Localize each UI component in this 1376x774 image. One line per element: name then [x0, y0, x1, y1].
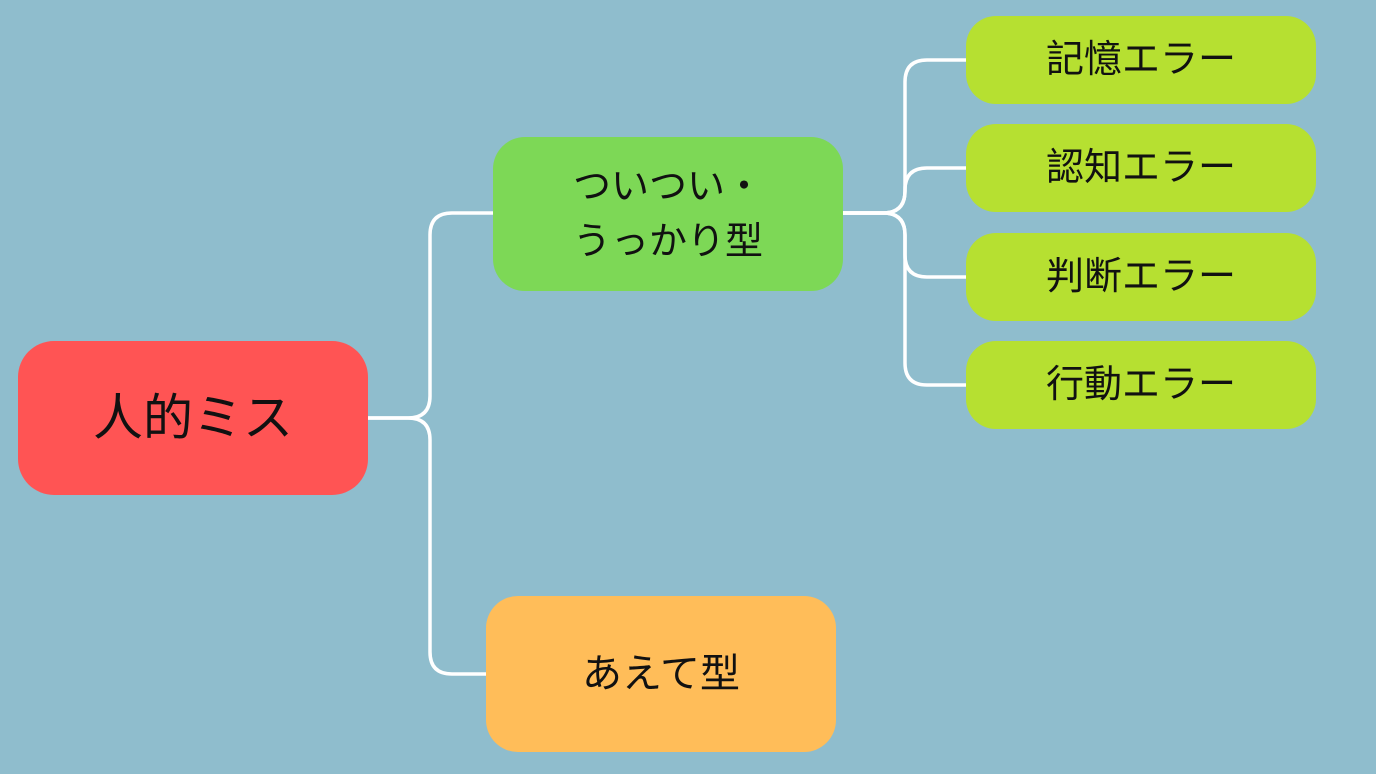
connector-slip-to-cognitive [843, 166, 966, 215]
slip-label-line2: うっかり型 [572, 219, 763, 263]
connector-root-to-slip [368, 211, 493, 420]
intentional-type-node[interactable]: あえて型 [486, 596, 836, 752]
root-node[interactable]: 人的ミス [18, 341, 368, 495]
intentional-label: あえて型 [582, 651, 740, 697]
connector-slip-to-action [843, 211, 966, 387]
memory-error-label: 記憶エラー [1045, 37, 1236, 82]
connector-root-to-intentional [368, 416, 486, 676]
slip-type-node[interactable]: ついつい・ うっかり型 [493, 137, 843, 291]
memory-error-node[interactable]: 記憶エラー [966, 16, 1316, 104]
cognitive-error-node[interactable]: 認知エラー [966, 124, 1316, 212]
root-label: 人的ミス [93, 388, 293, 447]
action-error-label: 行動エラー [1045, 362, 1236, 407]
judgment-error-label: 判断エラー [1045, 254, 1236, 299]
slip-label-line1: ついつい・ [572, 163, 763, 208]
judgment-error-node[interactable]: 判断エラー [966, 233, 1316, 321]
action-error-node[interactable]: 行動エラー [966, 341, 1316, 429]
cognitive-error-label: 認知エラー [1045, 145, 1236, 190]
